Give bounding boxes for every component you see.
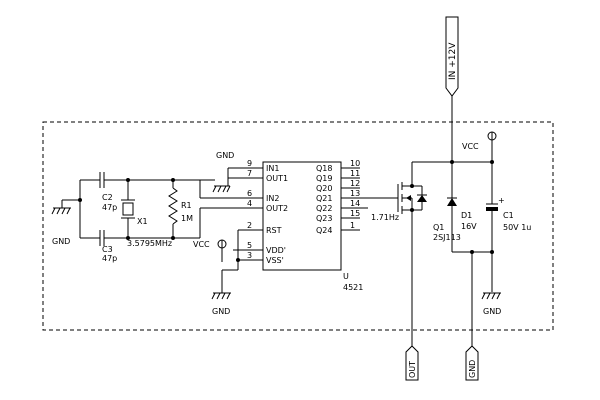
mosfet-q1: Q1 2SJ113 [397,162,461,346]
u-pin-num: 4 [247,199,252,208]
u-pin-name: IN1 [266,164,279,173]
capacitor-c2: C2 47p [99,172,117,212]
c3-ref: C3 [102,245,113,254]
gnd-symbol-oscillator: GND [51,207,71,246]
gnd-label-oscillator: GND [52,237,70,246]
ground-rail: GND [452,250,501,346]
r1-value: 1M [181,214,193,223]
port-gnd-label: GND [468,360,477,378]
gnd-label-ic-bottom: GND [212,307,230,316]
u-pin-num: 3 [247,251,252,260]
u-pin-name: RST [266,226,282,235]
port-out-label: OUT [408,361,417,378]
u-part: 4521 [343,283,363,292]
u-pin-name: Q22 [316,204,332,213]
gate-drive-wire: 1.71Hz [360,197,399,222]
u-pin-num: 14 [350,199,360,208]
u-pin-num: 5 [247,241,252,250]
u-pin-num: 10 [350,159,360,168]
svg-text:+: + [498,196,505,205]
r1-ref: R1 [181,201,192,210]
u-pin-name: Q19 [316,174,332,183]
vcc-label-right: VCC [462,142,479,151]
q1-value: 2SJ113 [433,233,461,242]
u-pin-num: 12 [350,179,360,188]
u-pin-name: Q21 [316,194,332,203]
x1-ref: X1 [137,217,148,226]
u-pin-num: 2 [247,221,252,230]
u-pin-name: OUT2 [266,204,288,213]
u-pin-name: OUT1 [266,174,288,183]
supply-rail: VCC [412,96,497,164]
c1-ref: C1 [503,211,514,220]
u-pin-num: 11 [350,169,360,178]
q1-ref: Q1 [433,223,444,232]
c2-ref: C2 [102,193,113,202]
capacitor-c1: + C1 50V 1u [486,162,531,292]
x1-value: 3.5795MHz [127,239,172,248]
board-outline [42,121,554,331]
u-pin-num: 1 [350,221,355,230]
signal-frequency-label: 1.71Hz [371,213,399,222]
u-pin-name: VSS' [266,256,284,265]
u-pin-name: Q20 [316,184,332,193]
c2-value: 47p [102,203,117,212]
gnd-label-right: GND [483,307,501,316]
port-out: OUT [405,345,419,381]
port-in-12v-label: IN +12V [448,42,458,80]
d1-value: 16V [461,222,477,231]
vcc-label-left: VCC [193,240,210,249]
gnd-label-ic-top: GND [216,151,234,160]
in1-out1-gnd: GND [212,151,245,193]
u-pin-name: Q23 [316,214,332,223]
ic-power-wiring: VCC GND [193,229,245,316]
u-ref: U [343,272,349,281]
ic-u-4521: 9 7 6 4 2 5 3 IN1 OUT1 IN2 OUT2 RST VDD'… [245,159,363,292]
u-pin-num: 7 [247,169,252,178]
zener-d1: D1 16V [447,162,477,252]
c1-value: 50V 1u [503,223,531,232]
port-gnd: GND [465,345,479,381]
oscillator-wiring [61,178,263,240]
u-pin-num: 15 [350,209,360,218]
u-pin-name: VDD' [266,246,286,255]
capacitor-c3: C3 47p [99,230,117,263]
u-pin-num: 9 [247,159,252,168]
u-pin-num: 13 [350,189,360,198]
resistor-r1: R1 1M [168,187,193,225]
port-in-12v: IN +12V [445,16,459,97]
u-pin-name: IN2 [266,194,279,203]
crystal-x1: X1 3.5795MHz [121,199,172,248]
u-pin-name: Q18 [316,164,332,173]
u-pin-num: 6 [247,189,252,198]
d1-ref: D1 [461,211,472,220]
c3-value: 47p [102,254,117,263]
u-pin-name: Q24 [316,226,332,235]
